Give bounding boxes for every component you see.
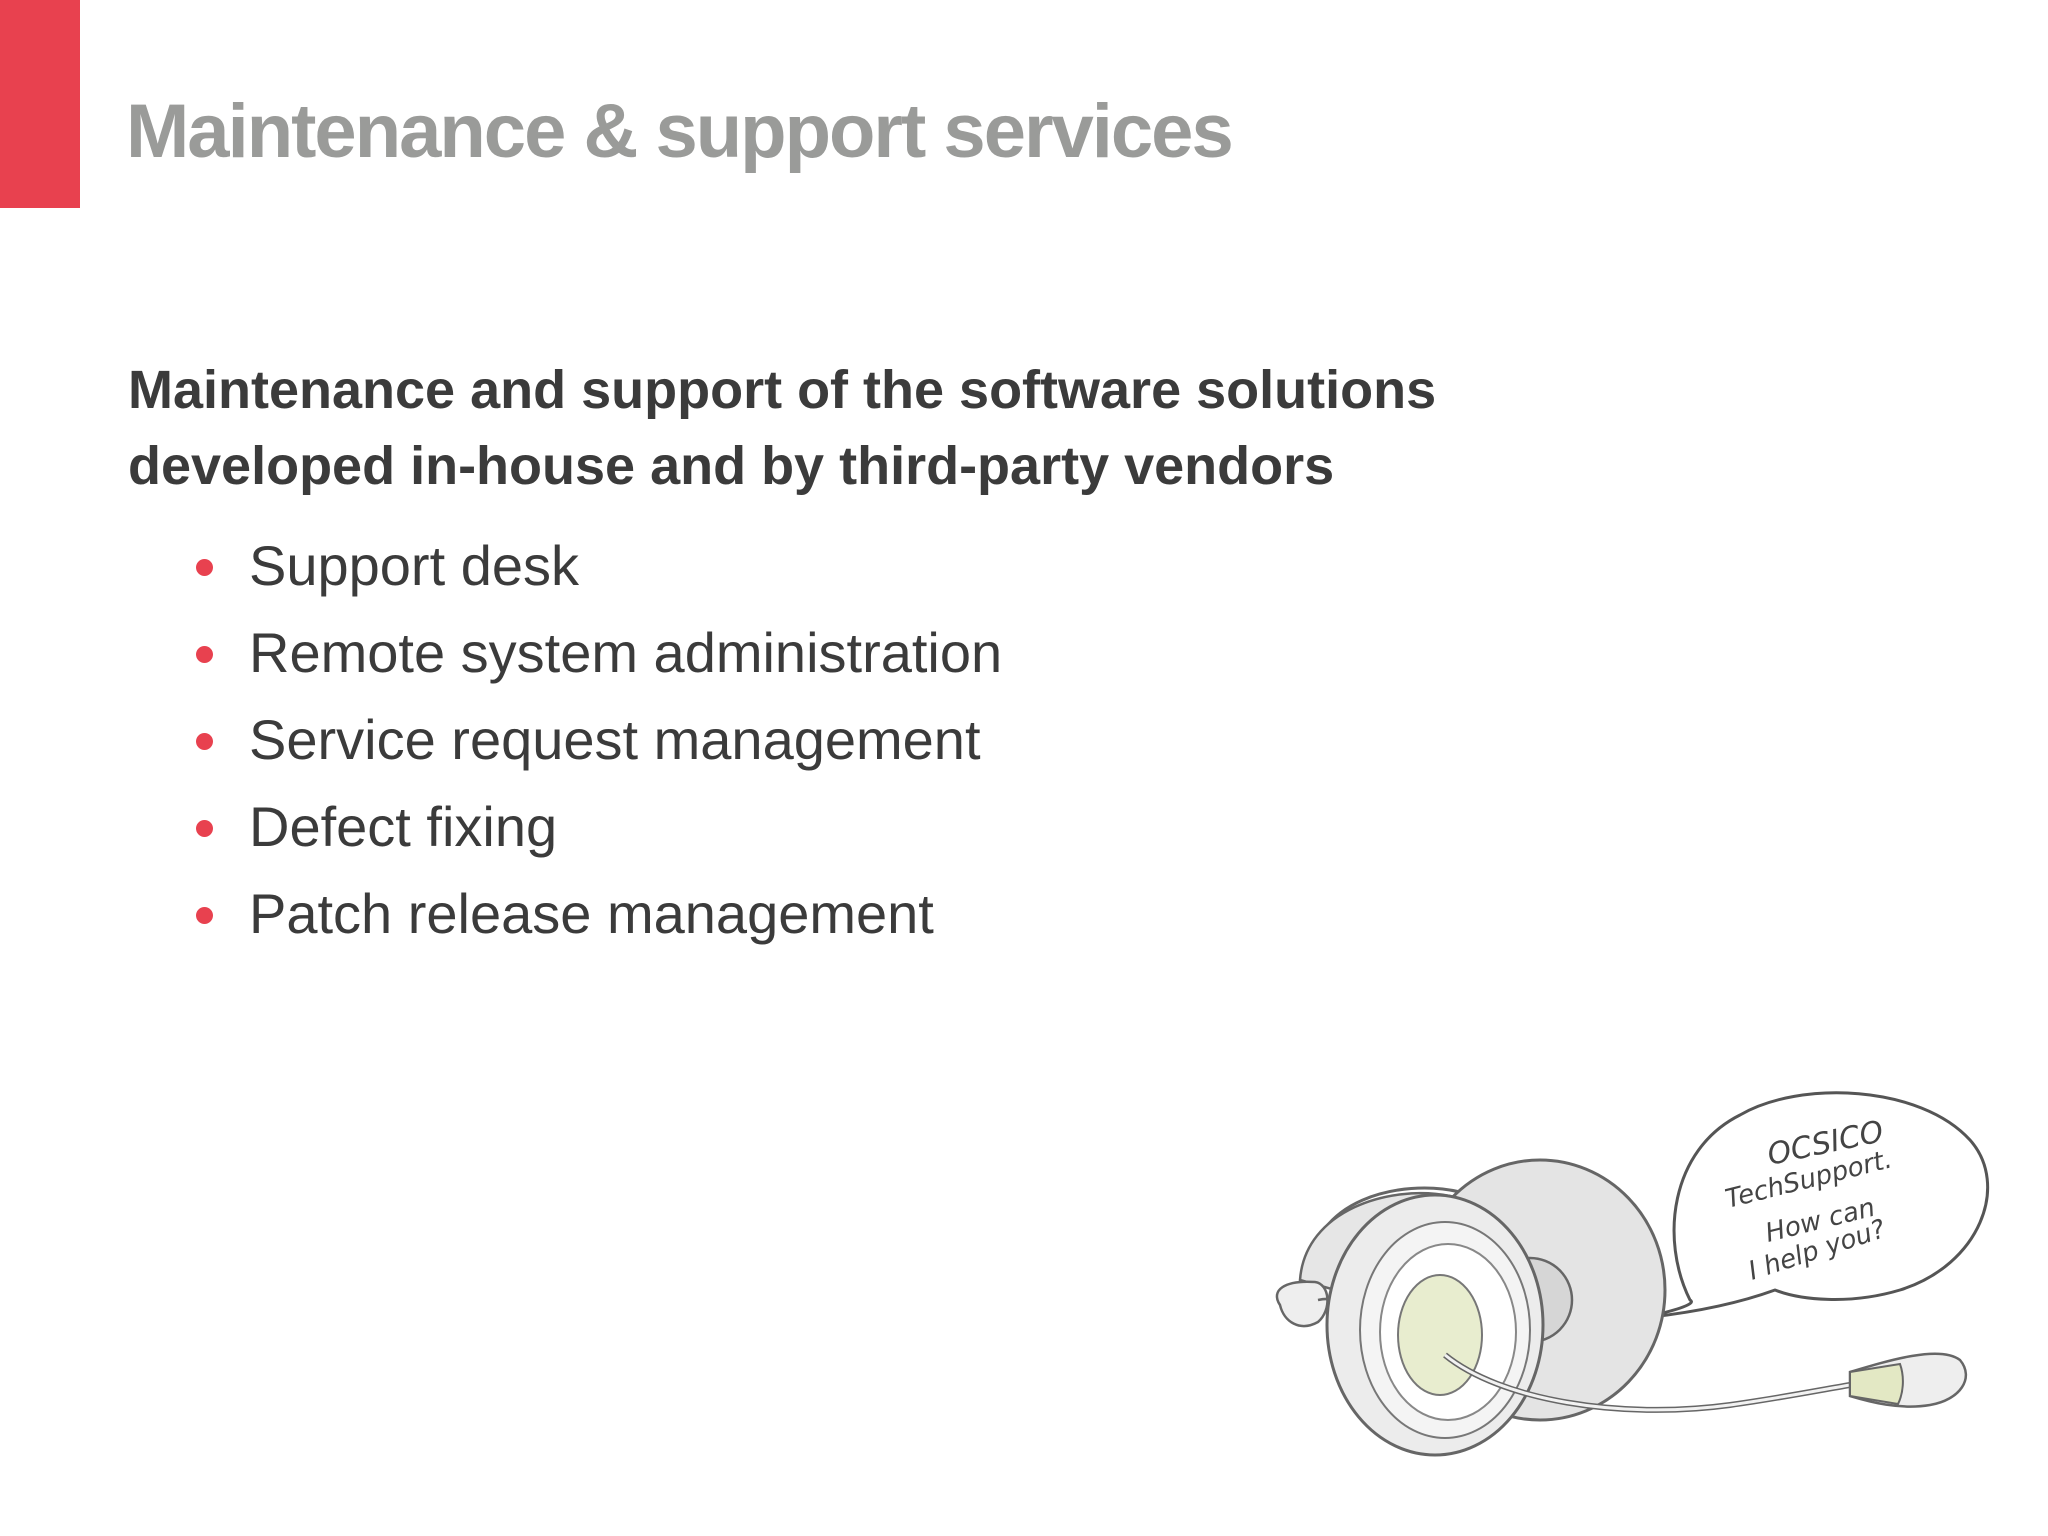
slide-title: Maintenance & support services	[126, 89, 1234, 174]
list-item-text: Defect fixing	[249, 795, 558, 858]
list-item-text: Service request management	[249, 708, 981, 771]
bullet-icon	[196, 733, 213, 750]
accent-bar	[0, 0, 80, 208]
bullet-icon	[196, 559, 213, 576]
speech-bubble: OCSICO TechSupport. How can I help you?	[1640, 1091, 1990, 1320]
list-item-text: Remote system administration	[249, 621, 1003, 684]
headset	[1275, 1158, 1967, 1457]
list-item-text: Support desk	[249, 534, 579, 597]
headset-with-speech-bubble-icon: OCSICO TechSupport. How can I help you?	[1275, 1091, 1990, 1457]
subheading: Maintenance and support of the software …	[128, 352, 1628, 504]
bullet-icon	[196, 820, 213, 837]
subheading-line-2: developed in-house and by third-party ve…	[128, 436, 1335, 496]
list-item-text: Patch release management	[249, 882, 934, 945]
bullet-icon	[196, 907, 213, 924]
subheading-line-1: Maintenance and support of the software …	[128, 360, 1437, 420]
bullet-icon	[196, 646, 213, 663]
